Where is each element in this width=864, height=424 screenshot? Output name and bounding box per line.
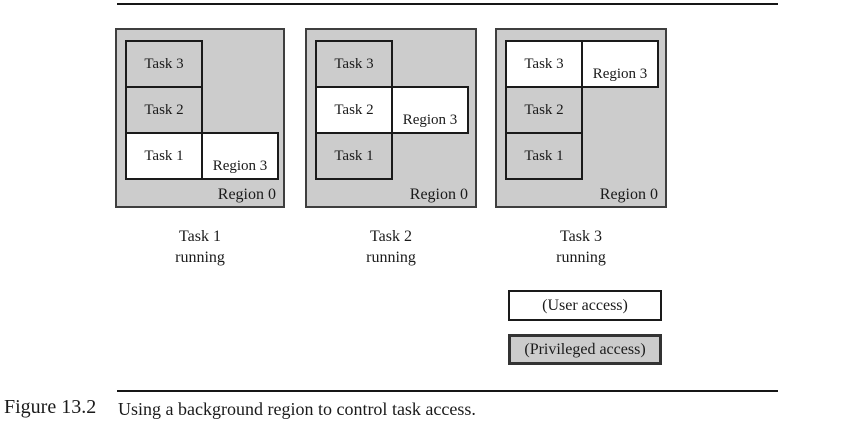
panel1-caption: Task 1 running (115, 226, 285, 268)
task2-label: Task 2 (144, 101, 184, 118)
legend-user-access-label: (User access) (542, 296, 628, 314)
region0-label: Region 0 (599, 186, 658, 203)
task1-label: Task 1 (524, 147, 564, 164)
task3-box: Task 3 (505, 40, 583, 88)
panel3-caption: Task 3 running (495, 226, 667, 268)
task3-box: Task 3 (315, 40, 393, 88)
region0-label: Region 0 (217, 186, 276, 203)
panel1-caption-line2: running (175, 249, 225, 266)
memory-map-panel-task3-running: Task 3 Task 2 Task 1 Region 3 Region 0 (495, 28, 667, 208)
region0-label: Region 0 (409, 186, 468, 203)
panel3-caption-line1: Task 3 (560, 228, 602, 245)
task1-label: Task 1 (334, 147, 374, 164)
task2-box: Task 2 (505, 86, 583, 134)
panel2-caption: Task 2 running (305, 226, 477, 268)
region3-label: Region 3 (592, 66, 648, 82)
legend-user-access: (User access) (508, 290, 662, 321)
panel3-caption-line2: running (556, 249, 606, 266)
region3-label: Region 3 (402, 112, 458, 128)
memory-map-panel-task1-running: Task 3 Task 2 Task 1 Region 3 Region 0 (115, 28, 285, 208)
task1-box: Task 1 (505, 132, 583, 180)
region3-box: Region 3 (581, 40, 659, 88)
region3-label: Region 3 (212, 158, 268, 174)
panel2-caption-line2: running (366, 249, 416, 266)
bottom-rule (117, 390, 778, 392)
memory-map-panel-task2-running: Task 3 Task 2 Task 1 Region 3 Region 0 (305, 28, 477, 208)
legend-privileged-access: (Privileged access) (508, 334, 662, 365)
legend-privileged-access-label: (Privileged access) (524, 340, 646, 358)
task3-label: Task 3 (334, 55, 374, 72)
region3-box: Region 3 (391, 86, 469, 134)
task2-box: Task 2 (315, 86, 393, 134)
task3-box: Task 3 (125, 40, 203, 88)
task3-label: Task 3 (524, 55, 564, 72)
task1-box: Task 1 (315, 132, 393, 180)
panel1-caption-line1: Task 1 (179, 228, 221, 245)
task2-label: Task 2 (334, 101, 374, 118)
panel2-caption-line1: Task 2 (370, 228, 412, 245)
task3-label: Task 3 (144, 55, 184, 72)
task2-label: Task 2 (524, 101, 564, 118)
figure-number-label: Figure 13.2 (4, 396, 97, 418)
top-rule (117, 3, 778, 5)
region3-box: Region 3 (201, 132, 279, 180)
task2-box: Task 2 (125, 86, 203, 134)
figure-caption-text: Using a background region to control tas… (118, 399, 476, 419)
task1-label: Task 1 (144, 147, 184, 164)
task1-box: Task 1 (125, 132, 203, 180)
